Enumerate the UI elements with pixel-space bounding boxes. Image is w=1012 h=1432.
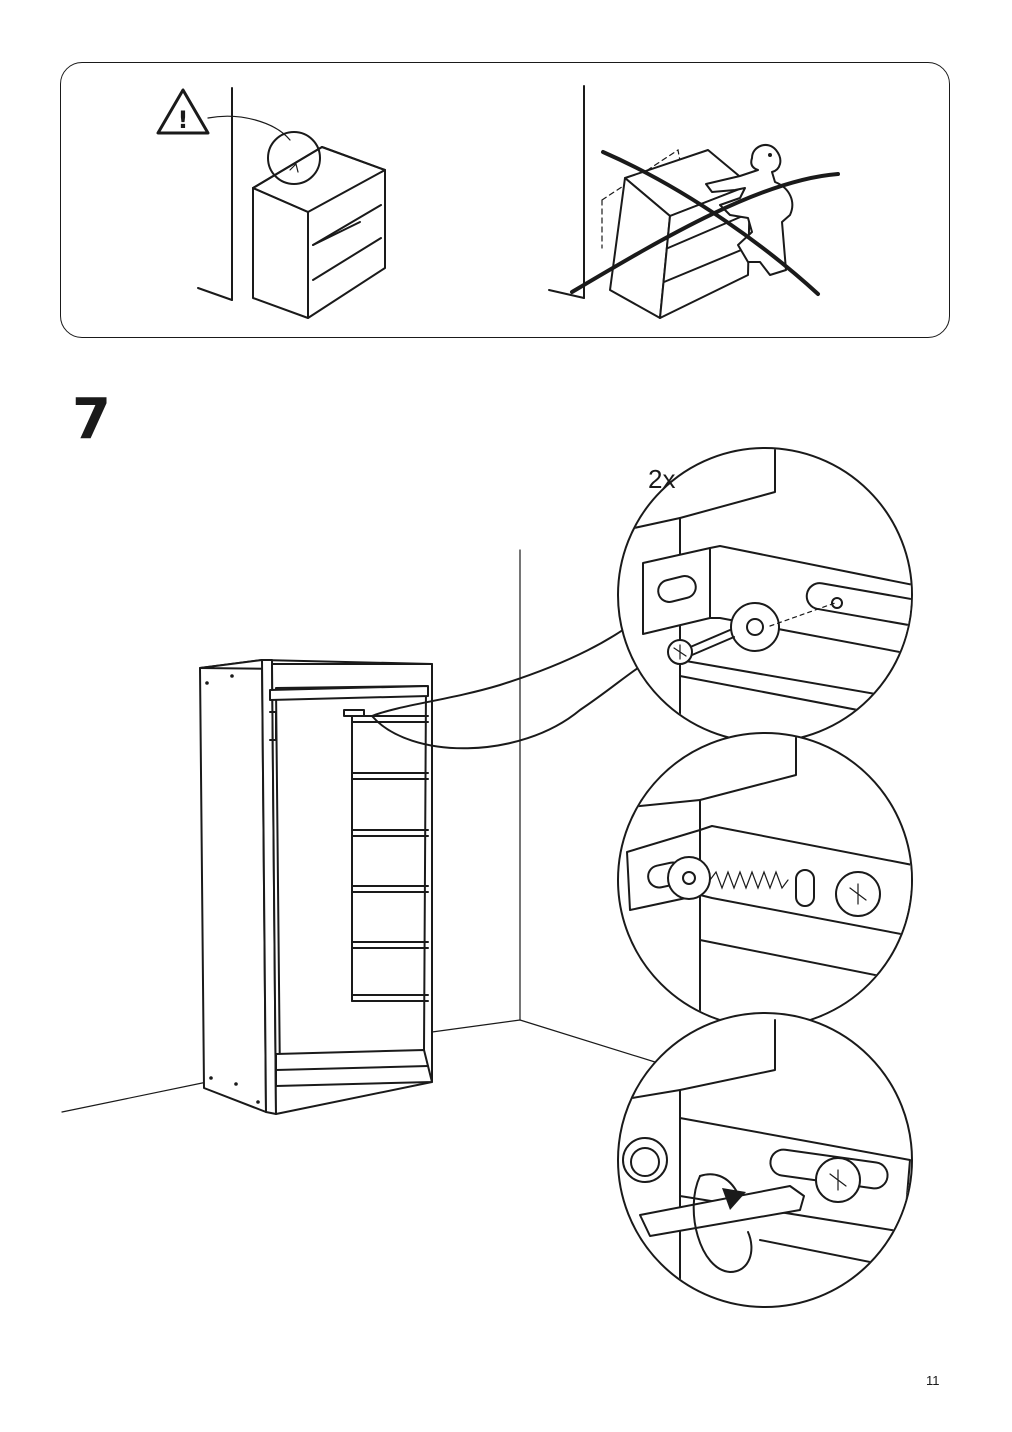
step-number: 7 bbox=[72, 387, 111, 452]
quantity-label: 2x bbox=[648, 464, 676, 494]
detail-circle-insert-screw bbox=[617, 447, 913, 743]
tipping-shelf-crossed-out-illustration bbox=[548, 85, 840, 319]
warning-exclamation: ! bbox=[178, 106, 189, 134]
page-number: 11 bbox=[926, 1373, 940, 1388]
detail-circle-tighten-screw bbox=[617, 732, 913, 1028]
wall-anchored-shelf-illustration: ! bbox=[156, 87, 386, 319]
callout-connector bbox=[371, 659, 651, 750]
drawer-rails bbox=[351, 715, 429, 1002]
warning-triangle-icon: ! bbox=[156, 88, 210, 135]
room-corner bbox=[61, 549, 656, 1113]
person-icon bbox=[705, 143, 794, 276]
shelf-frame-illustration bbox=[199, 659, 433, 1115]
detail-circle-turn-screwdriver bbox=[617, 1012, 913, 1308]
warning-panel bbox=[60, 62, 950, 338]
